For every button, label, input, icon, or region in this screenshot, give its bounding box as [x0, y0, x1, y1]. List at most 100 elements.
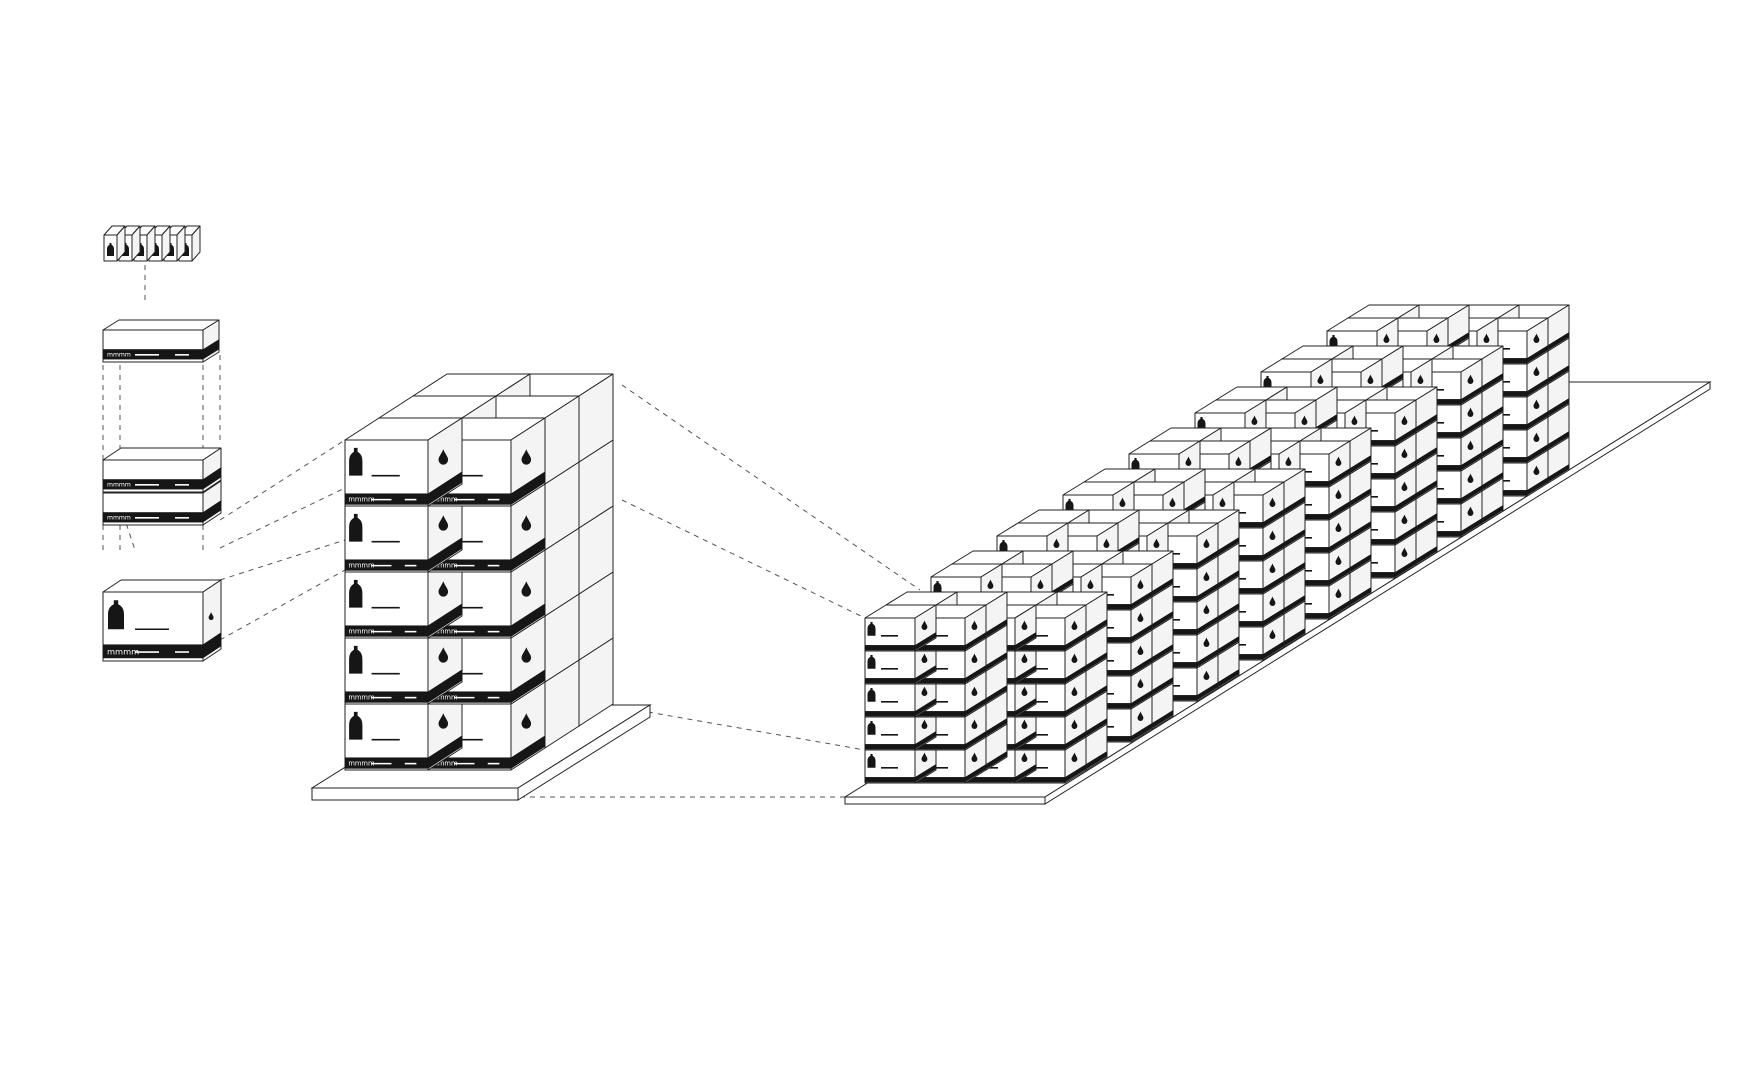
box-brand-mark: mmmm [431, 562, 457, 570]
water-drop-icon [971, 686, 978, 696]
water-drop-icon [1401, 481, 1408, 491]
water-drop-icon [1401, 514, 1408, 524]
detail-box: mmmm [102, 579, 222, 662]
box-side-band [1015, 764, 1036, 783]
bottle-icon [867, 622, 876, 636]
water-drop-icon [1335, 489, 1342, 499]
box-side-band [1086, 751, 1107, 770]
water-drop-icon [1467, 473, 1474, 483]
box-side-band [1086, 652, 1107, 671]
box-side-band [1218, 636, 1239, 655]
water-drop-icon [921, 752, 928, 762]
box-side-band [1416, 480, 1437, 499]
box-side-band [1065, 632, 1086, 651]
box-band [1015, 744, 1065, 750]
water-drop-icon [1137, 645, 1144, 655]
water-drop-icon [1417, 374, 1424, 384]
box-side-band [1482, 439, 1503, 458]
connector-line [219, 487, 346, 549]
box-side-band [1527, 345, 1548, 364]
box-side-band [1416, 414, 1437, 433]
box-side-band [986, 652, 1007, 671]
water-drop-icon [438, 713, 449, 729]
box-band [865, 777, 915, 783]
water-drop-icon [438, 581, 449, 597]
connector-line [621, 499, 866, 619]
box-side-band [1152, 611, 1173, 630]
water-drop-icon [1037, 579, 1044, 589]
water-drop-icon [1203, 670, 1210, 680]
box-side-band [915, 731, 936, 750]
connector-line [219, 539, 346, 581]
box-side-band [1263, 641, 1284, 660]
box-side-band [1218, 603, 1239, 622]
box-brand-mark: mmmm [348, 694, 374, 702]
water-drop-icon [1467, 407, 1474, 417]
box-side-band [1152, 710, 1173, 729]
box-side-band [1329, 501, 1350, 520]
box-side-band [1086, 718, 1107, 737]
box-band [1015, 645, 1065, 651]
water-drop-icon [1269, 629, 1276, 639]
box-side-band [1395, 559, 1416, 578]
bottle-icon [933, 581, 942, 595]
stacked-box: mmmm [102, 447, 222, 493]
box-side-band [1395, 427, 1416, 446]
water-drop-icon [1367, 374, 1374, 384]
water-drop-icon [1269, 596, 1276, 606]
box-side-band [1416, 546, 1437, 565]
water-drop-icon [1203, 538, 1210, 548]
water-drop-icon [1251, 415, 1258, 425]
box-side-band [1218, 537, 1239, 556]
water-drop-icon [1053, 538, 1060, 548]
box-side-band [1065, 731, 1086, 750]
water-drop-icon [1467, 506, 1474, 516]
box-side-band [1461, 419, 1482, 438]
box-side-band [915, 665, 936, 684]
box-band [865, 645, 915, 651]
box-band [915, 645, 965, 651]
box-side-band [1527, 444, 1548, 463]
connector-line [219, 569, 346, 641]
box-band [865, 711, 915, 717]
water-drop-icon [1301, 415, 1308, 425]
bottle-icon [867, 655, 876, 669]
box-side-band [203, 500, 221, 523]
box-side-band [1065, 665, 1086, 684]
box-side-band [1548, 365, 1569, 384]
bottle-pack-group [103, 225, 201, 262]
pallet-base-front [311, 787, 519, 801]
water-drop-icon [921, 620, 928, 630]
box-side-band [428, 537, 462, 571]
box-side-band [1350, 587, 1371, 606]
box-side-band [1086, 685, 1107, 704]
box-side-band [986, 751, 1007, 770]
box-side-band [1197, 583, 1218, 602]
box-side-band [1152, 644, 1173, 663]
water-drop-icon [1169, 497, 1176, 507]
water-drop-icon [1071, 653, 1078, 663]
bottle-icon [349, 579, 363, 608]
box-brand-mark: mmmm [348, 628, 374, 636]
connector-line [219, 439, 346, 521]
box-side-band [1284, 496, 1305, 515]
bottle-icon [1065, 499, 1074, 513]
box-side-band [1350, 554, 1371, 573]
bottle-icon [867, 721, 876, 735]
box-side-band [1548, 464, 1569, 483]
box-side-band [1065, 698, 1086, 717]
connector-line [647, 711, 866, 751]
box-side-band [428, 603, 462, 637]
water-drop-icon [921, 686, 928, 696]
box-side-band [511, 669, 545, 703]
water-drop-icon [1467, 440, 1474, 450]
water-drop-icon [1103, 538, 1110, 548]
box-side-band [203, 467, 221, 490]
single-box-group: mmmm [102, 319, 220, 363]
pack-carton [103, 225, 126, 262]
box-band [865, 744, 915, 750]
bottle-icon [108, 600, 124, 630]
water-drop-icon [1269, 497, 1276, 507]
